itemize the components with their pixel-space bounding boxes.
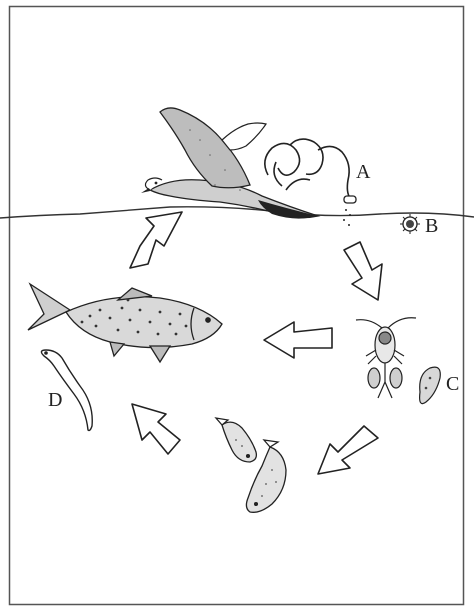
label-b: B [425, 215, 438, 237]
diagram-frame [10, 7, 464, 605]
label-d: D [48, 389, 62, 411]
parasite-egg-icon [400, 214, 420, 234]
label-c: C [446, 373, 459, 395]
label-a: A [356, 161, 371, 183]
